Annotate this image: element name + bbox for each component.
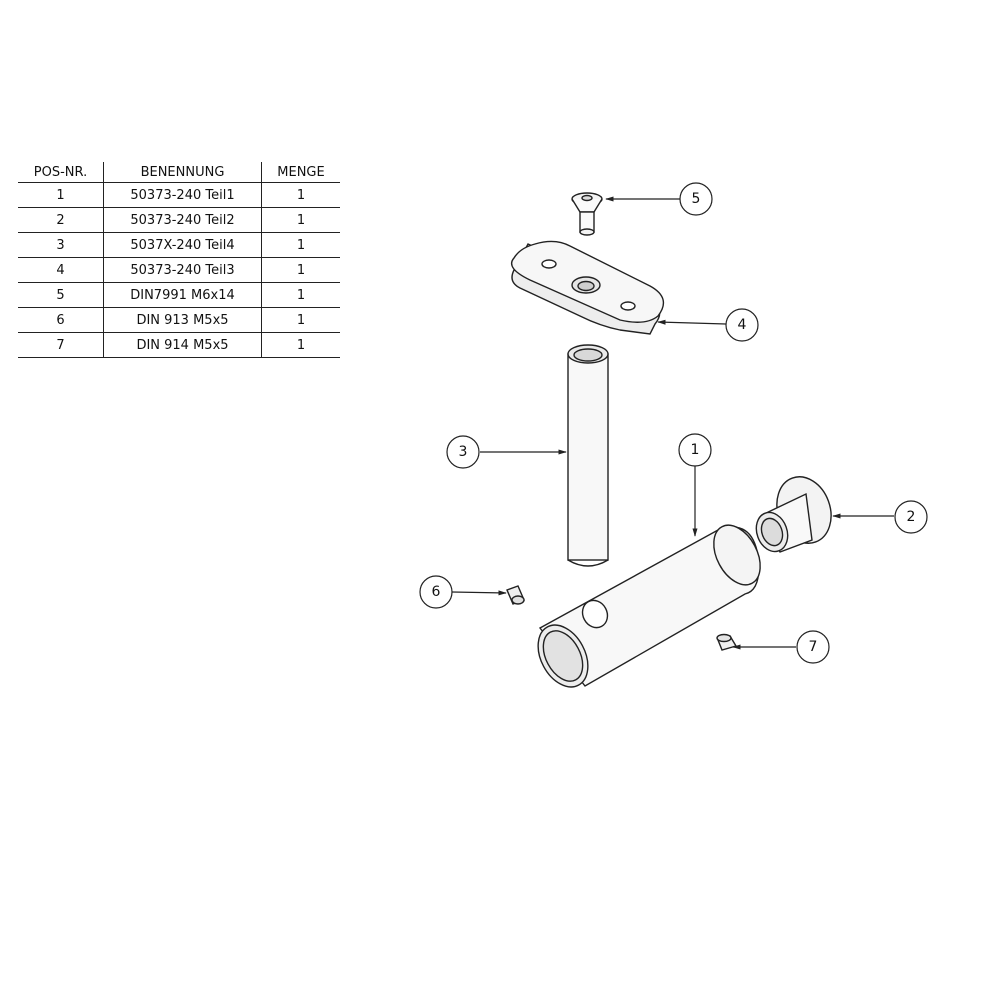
balloon-label: 4 <box>738 317 747 333</box>
balloon-1: 1 <box>678 433 712 467</box>
bom-qty: 1 <box>261 257 340 283</box>
bom-pos: 4 <box>18 257 104 283</box>
balloon-2: 2 <box>894 500 928 534</box>
balloon-3: 3 <box>446 435 480 469</box>
balloon-5: 5 <box>679 182 713 216</box>
balloon-6: 6 <box>419 575 453 609</box>
bom-qty: 1 <box>261 232 340 258</box>
bom-name: 5037X-240 Teil4 <box>103 232 262 258</box>
bom-name: 50373-240 Teil2 <box>103 207 262 233</box>
bom-name: DIN 914 M5x5 <box>103 332 262 358</box>
bom-qty: 1 <box>261 207 340 233</box>
vertical-tube-part <box>567 344 609 567</box>
bom-header-row: POS-NR. BENENNUNG MENGE <box>18 162 340 183</box>
bom-header-qty: MENGE <box>261 162 340 183</box>
balloon-label: 2 <box>907 509 916 525</box>
balloon-4: 4 <box>725 308 759 342</box>
bom-name: DIN 913 M5x5 <box>103 307 262 333</box>
leader-line-6 <box>451 590 507 596</box>
balloon-7: 7 <box>796 630 830 664</box>
countersunk-screw-part <box>571 192 603 236</box>
main-cylinder-part <box>537 524 761 688</box>
balloon-label: 1 <box>691 442 700 458</box>
bom-qty: 1 <box>261 332 340 358</box>
bom-name: 50373-240 Teil1 <box>103 182 262 208</box>
bom-pos: 7 <box>18 332 104 358</box>
bom-qty: 1 <box>261 307 340 333</box>
bom-qty: 1 <box>261 282 340 308</box>
bom-name: 50373-240 Teil3 <box>103 257 262 283</box>
leader-line-4 <box>657 319 727 325</box>
bom-pos: 6 <box>18 307 104 333</box>
bom-header-name: BENENNUNG <box>103 162 262 183</box>
mounting-plate-part <box>510 240 665 335</box>
bom-header-pos: POS-NR. <box>18 162 104 183</box>
bom-name: DIN7991 M6x14 <box>103 282 262 308</box>
balloon-label: 7 <box>809 639 818 655</box>
bom-pos: 3 <box>18 232 104 258</box>
balloon-label: 3 <box>459 444 468 460</box>
bom-pos: 5 <box>18 282 104 308</box>
set-screw-cone-part <box>716 633 738 651</box>
end-cap-part <box>755 476 832 553</box>
balloon-label: 5 <box>692 191 701 207</box>
set-screw-flat-part <box>506 585 525 605</box>
balloon-label: 6 <box>432 584 441 600</box>
bom-qty: 1 <box>261 182 340 208</box>
